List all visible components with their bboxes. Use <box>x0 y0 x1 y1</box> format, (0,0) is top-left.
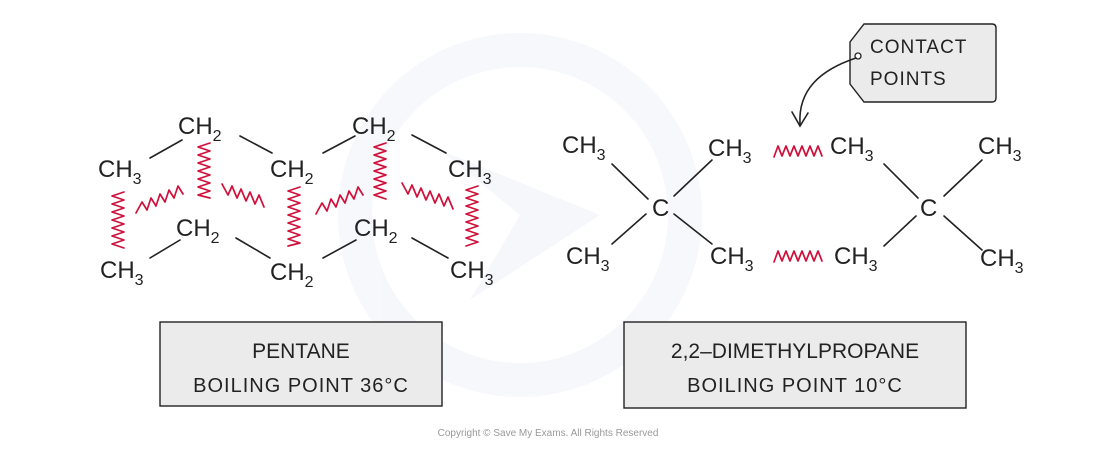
pentane-vdw-forces <box>111 142 479 249</box>
vdw-zigzag <box>465 185 479 247</box>
vdw-zigzag <box>135 185 184 214</box>
dimethylpropane-label-box: 2,2–DIMETHYLPROPANE BOILING POINT 10°C <box>623 321 967 409</box>
dimethylpropane-molecules: C CH3 CH3 CH3 CH3 C CH3 CH3 CH3 CH3 <box>562 132 1024 277</box>
dimethylpropane-right-ch3-br: CH3 <box>980 245 1024 277</box>
pentane-top-ch2-3: CH2 <box>352 113 396 145</box>
dimethylpropane-right-ch3-bl: CH3 <box>834 243 878 275</box>
pentane-top-ch3-left: CH3 <box>98 156 142 188</box>
dimethylpropane-vdw-forces <box>773 145 823 263</box>
pentane-top-bonds <box>149 134 447 159</box>
pentane-top-ch3-right: CH3 <box>448 156 492 188</box>
dimethylpropane-left-ch3-bl: CH3 <box>566 243 610 275</box>
pentane-bottom-bonds <box>149 237 449 259</box>
pentane-top-ch2-1: CH2 <box>178 113 222 145</box>
vdw-zigzag <box>315 186 364 215</box>
pentane-boiling-point: BOILING POINT 36°C <box>193 375 409 397</box>
dimethylpropane-left-carbon: C <box>652 195 669 222</box>
vdw-zigzag <box>401 182 454 210</box>
pentane-label-box: PENTANE BOILING POINT 36°C <box>159 321 443 407</box>
callout-line-1: CONTACT <box>870 37 967 58</box>
pentane-top-ch2-2: CH2 <box>270 156 314 188</box>
pentane-bottom-ch2-3: CH2 <box>354 215 398 247</box>
dimethylpropane-left-ch3-br: CH3 <box>710 243 754 275</box>
callout-arrow <box>799 57 857 125</box>
vdw-zigzag <box>287 186 301 247</box>
vdw-zigzag <box>373 142 387 200</box>
vdw-zigzag-contact-bottom <box>773 250 823 263</box>
contact-points-callout: CONTACT POINTS <box>791 23 997 128</box>
pentane-name: PENTANE <box>252 340 350 363</box>
copyright-notice: Copyright © Save My Exams. All Rights Re… <box>438 428 659 439</box>
dimethylpropane-left-ch3-tr: CH3 <box>708 135 752 167</box>
dimethylpropane-left-bonds <box>611 159 713 245</box>
dimethylpropane-left-ch3-tl: CH3 <box>562 132 606 164</box>
pentane-bottom-ch2-2: CH2 <box>270 259 314 291</box>
callout-arrowhead <box>791 111 809 128</box>
callout-line-2: POINTS <box>870 69 947 90</box>
callout-tag-shape <box>849 23 997 103</box>
pentane-molecules: CH3 CH2 CH2 CH2 CH3 CH3 CH2 CH2 CH2 CH3 <box>98 113 494 291</box>
vdw-zigzag <box>221 183 265 208</box>
dimethylpropane-right-ch3-tl: CH3 <box>830 133 874 165</box>
pentane-bottom-ch3-left: CH3 <box>100 257 144 289</box>
vdw-zigzag <box>197 142 211 199</box>
dimethylpropane-right-bonds <box>883 159 983 251</box>
dimethylpropane-name: 2,2–DIMETHYLPROPANE <box>671 340 919 363</box>
dimethylpropane-boiling-point: BOILING POINT 10°C <box>687 375 903 397</box>
pentane-bottom-ch3-right: CH3 <box>450 257 494 289</box>
pentane-bottom-ch2-1: CH2 <box>176 215 220 247</box>
watermark-logo <box>338 33 702 397</box>
vdw-zigzag <box>111 191 125 249</box>
dimethylpropane-right-carbon: C <box>920 195 937 222</box>
vdw-zigzag-contact-top <box>773 145 823 158</box>
dimethylpropane-right-ch3-tr: CH3 <box>978 133 1022 165</box>
